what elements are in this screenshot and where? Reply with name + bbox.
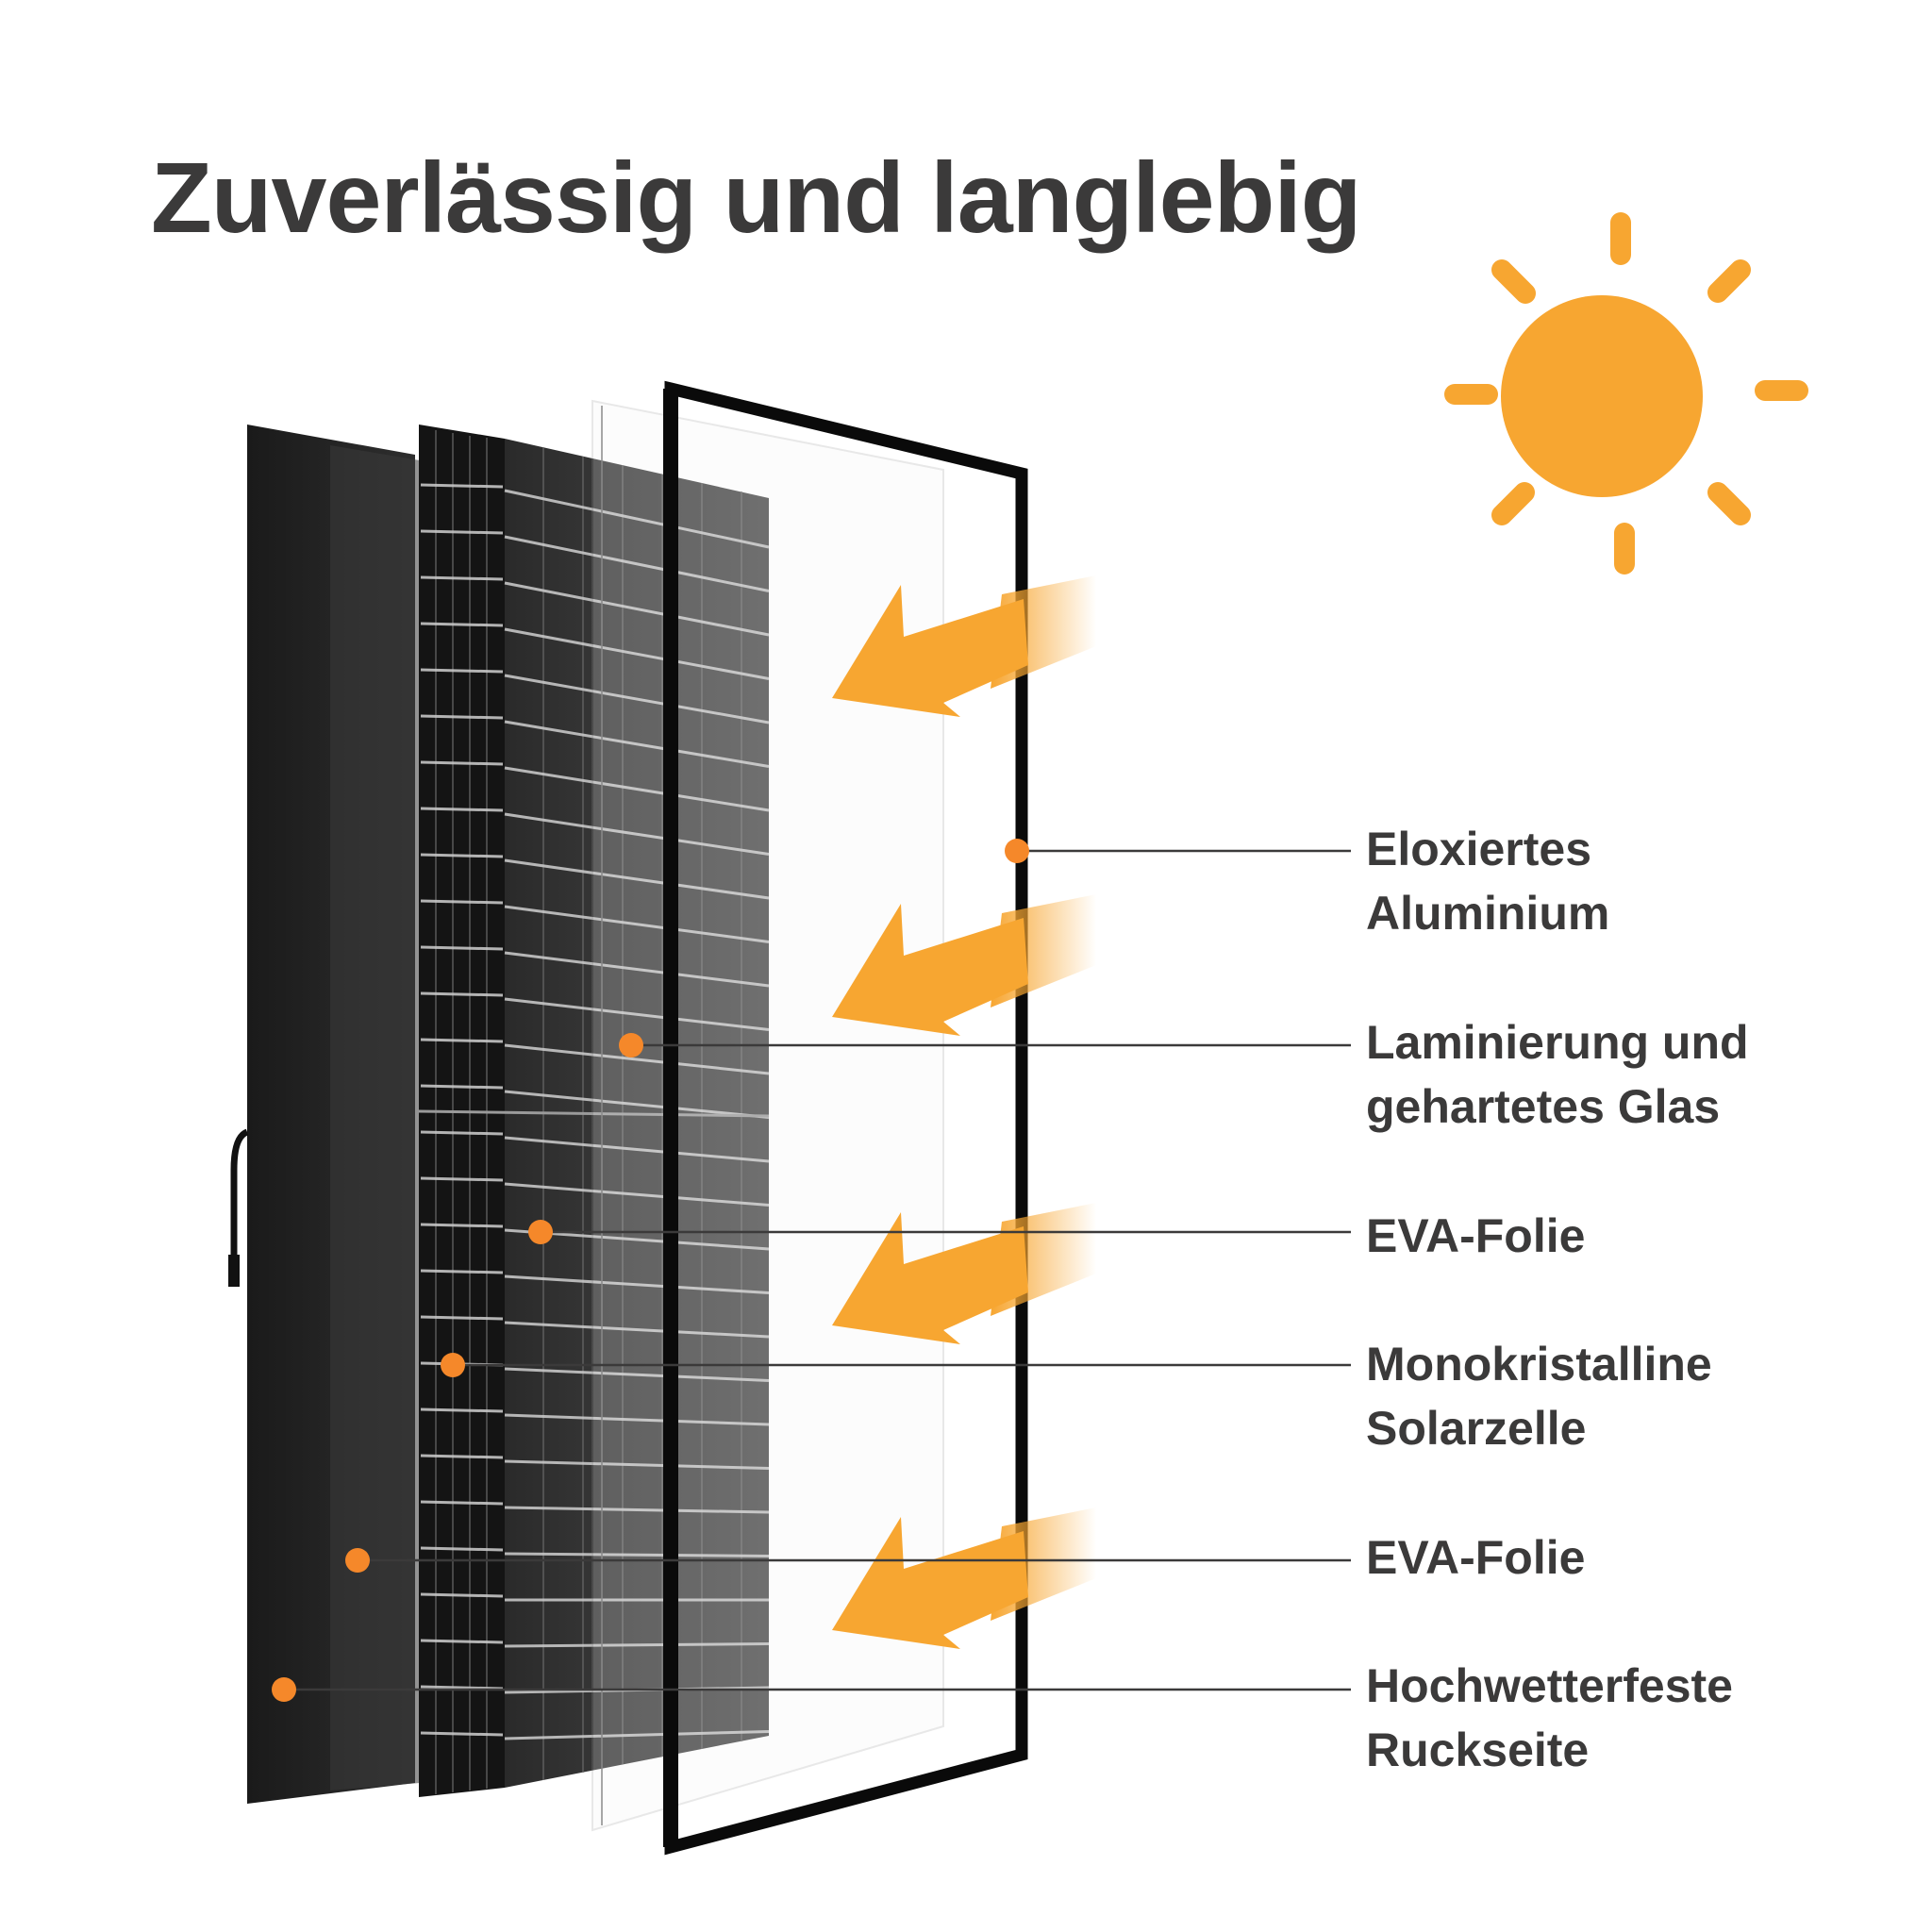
- cell-row-divider: [504, 535, 770, 592]
- layer-solar-cells: [418, 425, 770, 1797]
- cell-row-divider: [504, 1367, 770, 1382]
- cell-row-divider: [420, 668, 504, 674]
- cell-row-divider: [420, 714, 504, 720]
- label-hochwetterfeste-rueckseite: Hochwetterfeste Ruckseite: [1366, 1654, 1733, 1782]
- cell-row-divider: [504, 1090, 770, 1119]
- cell-row-divider: [504, 674, 770, 724]
- layer-aluminium-frame: [663, 380, 1028, 1856]
- label-line-1: Monokristalline: [1366, 1338, 1712, 1391]
- label-eloxiertes-aluminium: Eloxiertes Aluminium: [1366, 817, 1609, 945]
- cell-row-divider: [420, 529, 504, 535]
- cell-row-divider: [504, 1413, 770, 1426]
- layer-pointer: [272, 1677, 1351, 1702]
- cell-row-divider: [420, 1592, 504, 1598]
- sun-icon: [1444, 212, 1808, 575]
- cell-row-divider: [420, 760, 504, 766]
- label-eva-folie-bottom: EVA-Folie: [1366, 1525, 1585, 1590]
- cell-row-divider: [504, 581, 770, 637]
- label-line-1: EVA-Folie: [1366, 1209, 1586, 1262]
- label-line-1: Eloxiertes: [1366, 823, 1592, 875]
- layer-pointer: [441, 1353, 1351, 1377]
- layer-pointer: [619, 1033, 1351, 1058]
- cell-row-divider: [420, 1546, 504, 1552]
- cell-row-divider: [504, 627, 770, 680]
- marker-dot: [528, 1220, 553, 1244]
- cell-row-divider: [420, 899, 504, 905]
- cell-row-divider: [420, 1731, 504, 1737]
- marker-dot: [272, 1677, 296, 1702]
- label-eva-folie-top: EVA-Folie: [1366, 1204, 1585, 1268]
- light-ray-arrow-icon: [832, 575, 1096, 717]
- cell-row-divider: [420, 1407, 504, 1413]
- cell-row-divider: [420, 1084, 504, 1090]
- cell-row-divider: [504, 997, 770, 1031]
- cell-row-divider: [504, 951, 770, 988]
- cell-row-divider: [420, 1223, 504, 1228]
- cell-row-divider: [420, 1176, 504, 1182]
- cell-row-divider: [420, 1500, 504, 1506]
- label-line-2: Solarzelle: [1366, 1402, 1587, 1455]
- cell-row-divider: [504, 1552, 770, 1557]
- label-line-2: Ruckseite: [1366, 1724, 1590, 1776]
- marker-dot: [345, 1548, 370, 1573]
- label-monokristalline-solarzelle: Monokristalline Solarzelle: [1366, 1332, 1712, 1460]
- cell-row-divider: [504, 720, 770, 768]
- cell-row-divider: [504, 1730, 770, 1740]
- layer-pointer: [345, 1548, 1351, 1573]
- marker-dot: [619, 1033, 643, 1058]
- label-line-1: Laminierung und: [1366, 1016, 1749, 1069]
- cell-row-divider: [504, 766, 770, 812]
- cell-row-divider: [420, 1130, 504, 1136]
- layer-pointer: [1005, 839, 1351, 863]
- cell-row-divider: [504, 1274, 770, 1294]
- label-line-2: Aluminium: [1366, 887, 1610, 940]
- label-line-1: EVA-Folie: [1366, 1531, 1586, 1584]
- label-line-2: gehartetes Glas: [1366, 1080, 1721, 1133]
- cell-row-divider: [504, 1043, 770, 1075]
- cell-row-divider: [504, 858, 770, 900]
- label-laminierung-glas: Laminierung und gehartetes Glas: [1366, 1010, 1749, 1139]
- layer-backsheet: [228, 425, 420, 1804]
- cell-row-divider: [504, 812, 770, 856]
- cell-row-divider: [420, 807, 504, 812]
- layer-glass: [591, 399, 944, 1832]
- cell-row-divider: [420, 1269, 504, 1274]
- cell-row-divider: [504, 1459, 770, 1470]
- light-ray-arrow-icon: [832, 894, 1096, 1036]
- cell-row-divider: [420, 1038, 504, 1043]
- cell-row-divider: [420, 1454, 504, 1459]
- cell-row-divider: [420, 991, 504, 997]
- cell-row-divider: [420, 1315, 504, 1321]
- cell-row-divider: [504, 1182, 770, 1207]
- light-ray-arrow-icon: [832, 1507, 1096, 1649]
- cell-row-divider: [504, 489, 770, 549]
- cell-row-divider: [420, 483, 504, 489]
- cell-row-divider: [420, 622, 504, 627]
- label-line-1: Hochwetterfeste: [1366, 1659, 1733, 1712]
- marker-dot: [441, 1353, 465, 1377]
- cell-row-divider: [420, 1685, 504, 1690]
- layer-pointer: [528, 1220, 1351, 1244]
- cell-row-divider: [504, 1136, 770, 1163]
- cell-row-divider: [504, 1642, 770, 1648]
- cell-row-divider: [420, 853, 504, 858]
- marker-dot: [1005, 839, 1029, 863]
- cell-row-divider: [420, 1639, 504, 1644]
- cell-row-divider: [504, 1506, 770, 1514]
- cell-row-divider: [420, 575, 504, 581]
- page-title: Zuverlässig und langlebig: [151, 142, 1362, 254]
- cell-row-divider: [504, 1321, 770, 1339]
- cell-row-divider: [504, 905, 770, 943]
- cell-row-divider: [420, 945, 504, 951]
